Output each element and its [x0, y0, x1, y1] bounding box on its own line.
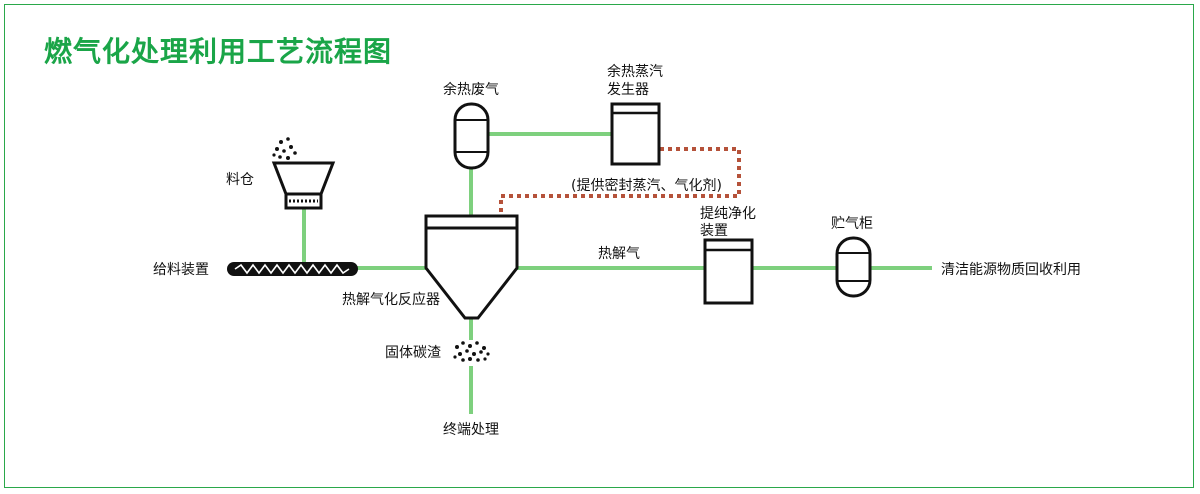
label-final-treatment: 终端处理 — [443, 422, 499, 438]
label-reactor: 热解气化反应器 — [342, 291, 440, 308]
screw-feeder-flight — [234, 263, 350, 275]
hopper-body — [271, 161, 336, 196]
hopper — [271, 137, 336, 210]
label-hopper: 料仓 — [226, 172, 254, 188]
steam-supply-line — [499, 147, 741, 216]
label-gas-holder: 贮气柜 — [831, 216, 873, 232]
reactor-vessel — [424, 214, 519, 320]
solid-residue-particles — [453, 341, 490, 362]
screw-feeder — [227, 262, 358, 276]
label-pyrolysis-gas: 热解气 — [598, 246, 640, 262]
gas-holder — [835, 236, 872, 298]
label-steam-generator-line2: 发生器 — [607, 82, 649, 98]
waste-heat-gas-vessel — [453, 102, 490, 170]
hopper-feed-particles — [272, 137, 297, 160]
pyrolysis-gasification-reactor — [424, 214, 519, 320]
label-solid-residue: 固体碳渣 — [385, 345, 441, 361]
label-clean-energy: 清洁能源物质回收利用 — [941, 262, 1081, 278]
label-steam-generator-line1: 余热蒸汽 — [607, 63, 663, 80]
diagram-frame — [4, 4, 1194, 488]
label-purifier-line1: 提纯净化 — [700, 206, 756, 222]
label-waste-heat-gas: 余热废气 — [443, 81, 499, 98]
label-purifier-line2: 装置 — [700, 223, 728, 239]
label-steam-supply-note: (提供密封蒸汽、气化剂) — [571, 177, 722, 194]
diagram-title: 燃气化处理利用工艺流程图 — [44, 35, 393, 68]
hopper-outlet — [284, 192, 323, 210]
pipes — [302, 132, 932, 414]
label-feeder: 给料装置 — [153, 262, 209, 278]
